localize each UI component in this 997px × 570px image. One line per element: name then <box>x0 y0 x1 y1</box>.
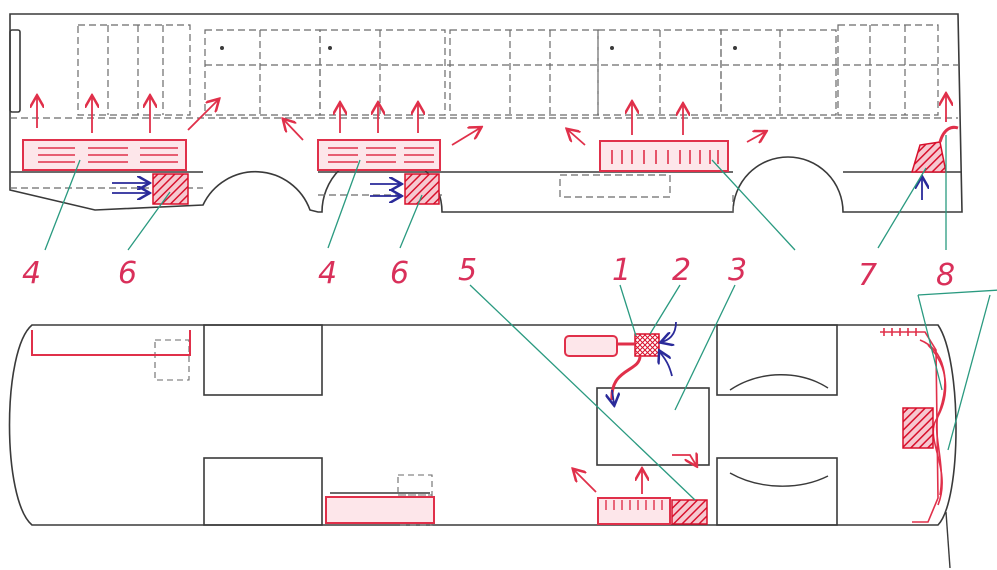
top-leader-lines <box>469 284 997 501</box>
top-heater-1 <box>564 335 618 357</box>
top-pump-2 <box>634 333 660 357</box>
label-4a: 4 <box>22 256 41 291</box>
label-8: 8 <box>936 258 955 293</box>
label-4b: 4 <box>318 256 337 291</box>
top-fan-engine <box>671 499 708 525</box>
side-heater-4a <box>22 139 187 171</box>
top-bus-outline <box>8 324 957 526</box>
top-view <box>8 324 957 526</box>
label-7: 7 <box>858 258 877 293</box>
window-latches <box>220 46 737 50</box>
label-3: 3 <box>728 253 747 288</box>
side-intake-arrows <box>112 178 922 200</box>
top-rear-heater-8 <box>880 328 947 523</box>
label-1: 1 <box>612 253 631 288</box>
rear-door <box>837 24 939 116</box>
label-2: 2 <box>672 253 691 288</box>
side-warm-air-arrows <box>37 95 946 146</box>
side-heater-4b <box>317 139 441 171</box>
label-6a: 6 <box>118 256 137 291</box>
side-heater-5 <box>599 140 729 172</box>
top-rear-fan <box>902 407 934 449</box>
front-door <box>77 24 191 116</box>
engine-compartment-3 <box>596 387 710 466</box>
front-mirror <box>9 29 21 113</box>
side-hatch <box>559 174 671 198</box>
side-leader-lines <box>44 135 947 251</box>
side-fan-6b <box>404 173 440 205</box>
label-6b: 6 <box>390 256 409 291</box>
top-warm-air-arrows <box>574 455 696 494</box>
top-heaters <box>31 330 671 525</box>
side-fan-6a <box>152 173 189 205</box>
side-windows <box>10 24 958 212</box>
label-5: 5 <box>458 253 477 288</box>
side-rear-heater-7 <box>910 141 947 173</box>
